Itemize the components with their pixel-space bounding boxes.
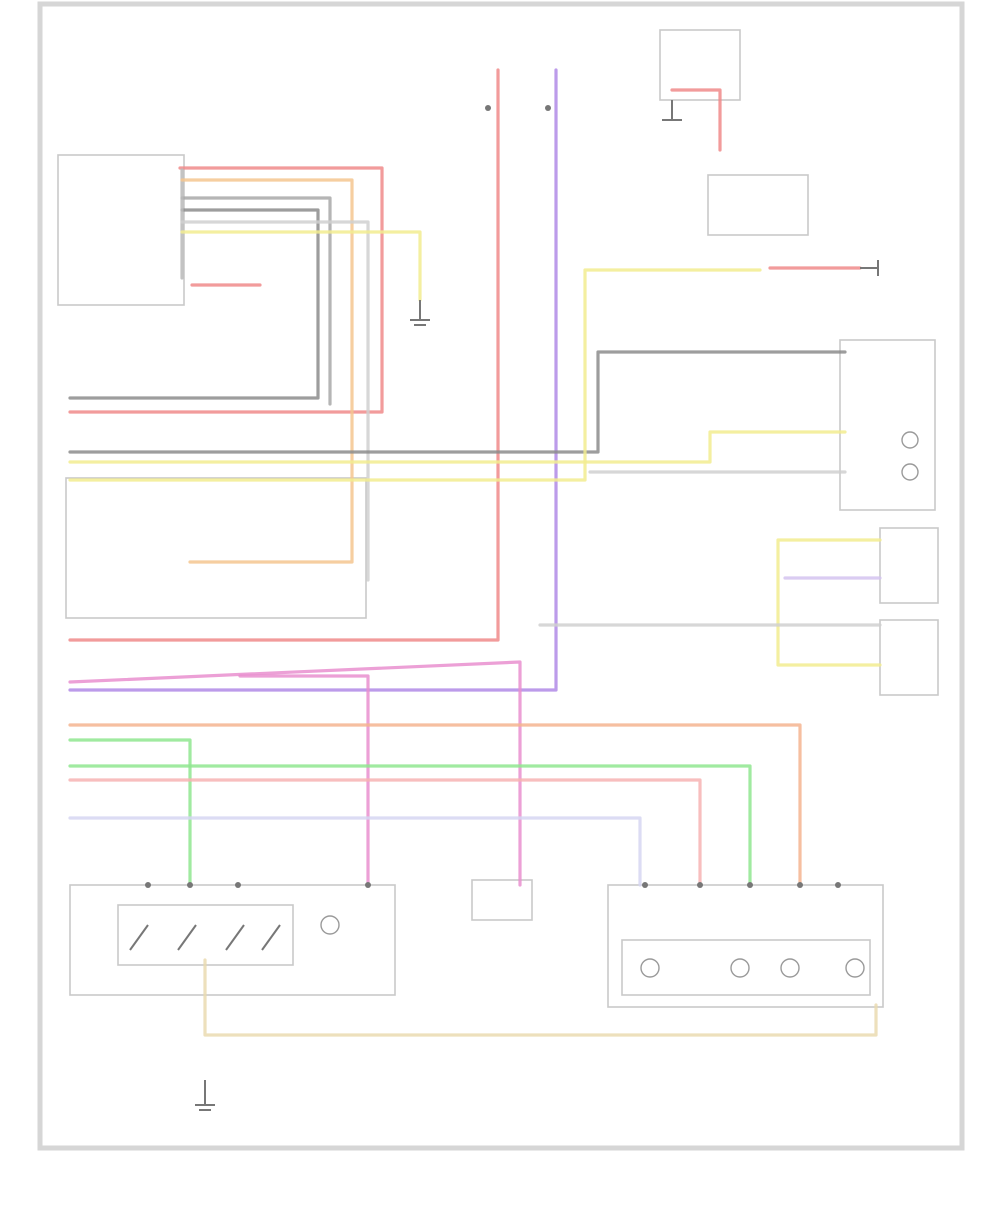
- wire-gray-loop-b: [180, 196, 332, 406]
- wire-yellow-top-left: [180, 230, 422, 302]
- wire-yellow-right-lamp: [776, 538, 882, 667]
- bulb-icon-4: [845, 958, 865, 978]
- top-center-switch: [707, 174, 809, 236]
- wire-red-center-vertical: [68, 68, 500, 642]
- pin-lower-6: [697, 882, 703, 888]
- lower-right-lamp-module: [607, 884, 884, 1008]
- ground-icon-top-relay: [662, 100, 682, 121]
- wire-green-lower: [68, 738, 192, 887]
- switch-contacts: [129, 924, 281, 951]
- wire-gray-bus: [68, 350, 847, 454]
- pin-lower-9: [835, 882, 841, 888]
- pin-lower-7: [747, 882, 753, 888]
- wire-lightgray-lower: [68, 816, 642, 887]
- bulb-icon-2: [730, 958, 750, 978]
- pin-lower-2: [187, 882, 193, 888]
- bulb-icon-6: [901, 463, 919, 481]
- pin-lower-3: [235, 882, 241, 888]
- wire-green-long: [68, 764, 752, 887]
- bulb-icon-5: [901, 431, 919, 449]
- wire-pink-a: [68, 660, 522, 887]
- wire-yellow-bus-a: [68, 430, 847, 464]
- top-left-control-module: [57, 154, 185, 306]
- ground-icon-bottom: [195, 1080, 215, 1111]
- wire-red-relay: [670, 88, 722, 152]
- wire-tan-bottom-return: [203, 958, 878, 1037]
- pin-lower-8: [797, 882, 803, 888]
- pin-lower-1: [145, 882, 151, 888]
- pin-lower-4: [365, 882, 371, 888]
- wire-yellow-bus-b: [68, 268, 762, 482]
- ground-icon-top-left: [410, 300, 430, 326]
- center-left-module: [65, 477, 367, 619]
- top-relay-box: [659, 29, 741, 101]
- wire-orange-lower: [68, 723, 802, 887]
- lower-right-lamp-inner: [621, 939, 871, 996]
- switch-indicator-icon: [320, 915, 340, 935]
- pin-lower-5: [642, 882, 648, 888]
- bulb-icon-3: [780, 958, 800, 978]
- diagram-frame: [37, 1, 965, 1151]
- right-connector-block: [839, 339, 936, 511]
- center-small-box: [471, 879, 533, 921]
- pin-top-a: [485, 105, 491, 111]
- lower-left-switch-inner: [117, 904, 294, 966]
- wire-gray-loop-a: [68, 208, 320, 400]
- right-lamp-a: [879, 527, 939, 604]
- wire-orange-vertical: [180, 178, 354, 564]
- wire-lightgray-vertical: [180, 220, 370, 582]
- wire-red-upper-loop: [68, 166, 384, 414]
- lower-left-switch-box: [69, 884, 396, 996]
- wire-red-lower: [68, 778, 702, 887]
- wire-violet-center-vertical: [68, 68, 558, 692]
- pin-top-b: [545, 105, 551, 111]
- bulb-icon-1: [640, 958, 660, 978]
- wire-pink-b: [238, 674, 370, 887]
- ground-icon-right: [860, 260, 879, 276]
- right-lamp-b: [879, 619, 939, 696]
